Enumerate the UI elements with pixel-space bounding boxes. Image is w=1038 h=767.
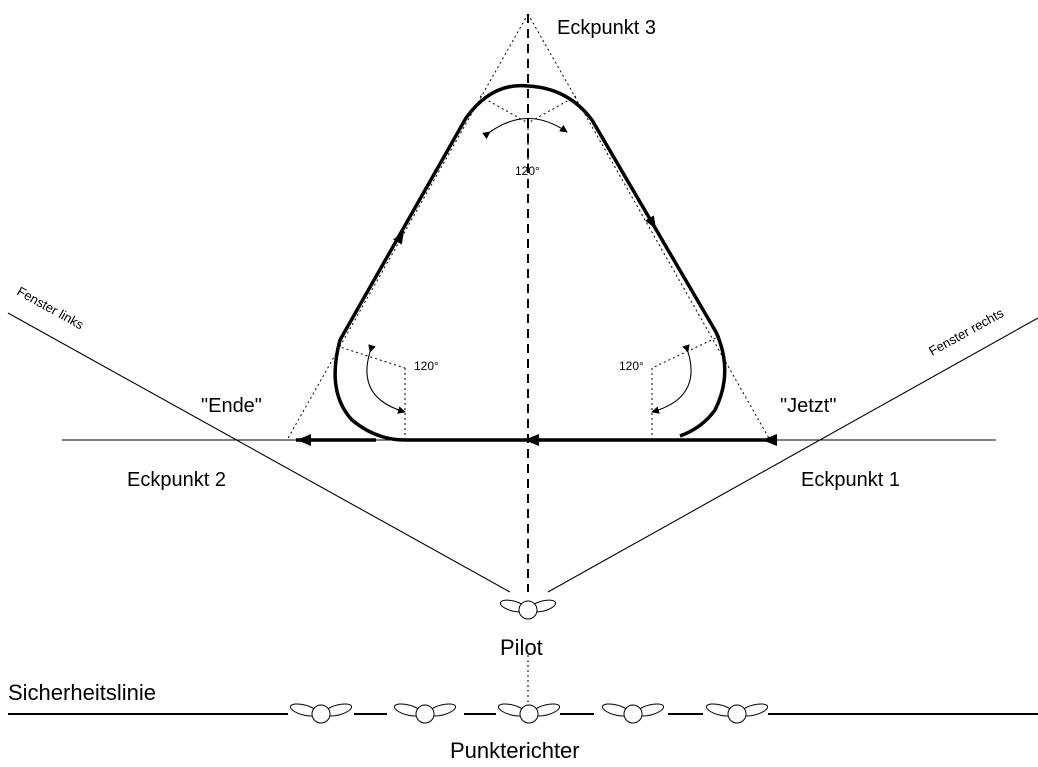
label-now: "Jetzt" (780, 395, 836, 417)
arrow-end-icon (297, 434, 311, 446)
track-arrowheads (297, 215, 777, 446)
label-safety-line: Sicherheitslinie (8, 680, 156, 705)
arrow-center-icon (524, 434, 539, 446)
judge-figure (601, 703, 665, 724)
label-corner-3: Eckpunkt 3 (557, 17, 656, 39)
label-corner-1: Eckpunkt 1 (801, 469, 900, 491)
label-end: "Ende" (201, 395, 262, 417)
window-right-line (547, 317, 1038, 593)
label-angle-right: 120° (619, 359, 644, 373)
angle-arc-left (366, 344, 406, 414)
judge-figure (393, 703, 457, 724)
judge-figure (497, 703, 561, 724)
arrow-up-left-icon (393, 230, 404, 245)
judge-figure (289, 703, 353, 724)
label-pilot: Pilot (500, 635, 543, 660)
label-judges: Punkterichter (450, 738, 580, 763)
judges-group (289, 703, 769, 724)
arrow-start-icon (762, 434, 777, 446)
flight-path (333, 83, 770, 442)
angle-arc-right (651, 344, 692, 414)
window-left-line (7, 312, 511, 593)
label-angle-left: 120° (414, 359, 439, 373)
arrow-down-right-icon (645, 215, 656, 230)
label-window-left: Fenster links (15, 284, 87, 333)
label-window-right: Fenster rechts (926, 305, 1006, 359)
angle-arc-top (482, 117, 568, 140)
label-corner-2: Eckpunkt 2 (127, 469, 226, 491)
label-angle-top: 120° (515, 164, 540, 178)
judge-figure (705, 703, 769, 724)
pilot-figure (499, 599, 557, 620)
